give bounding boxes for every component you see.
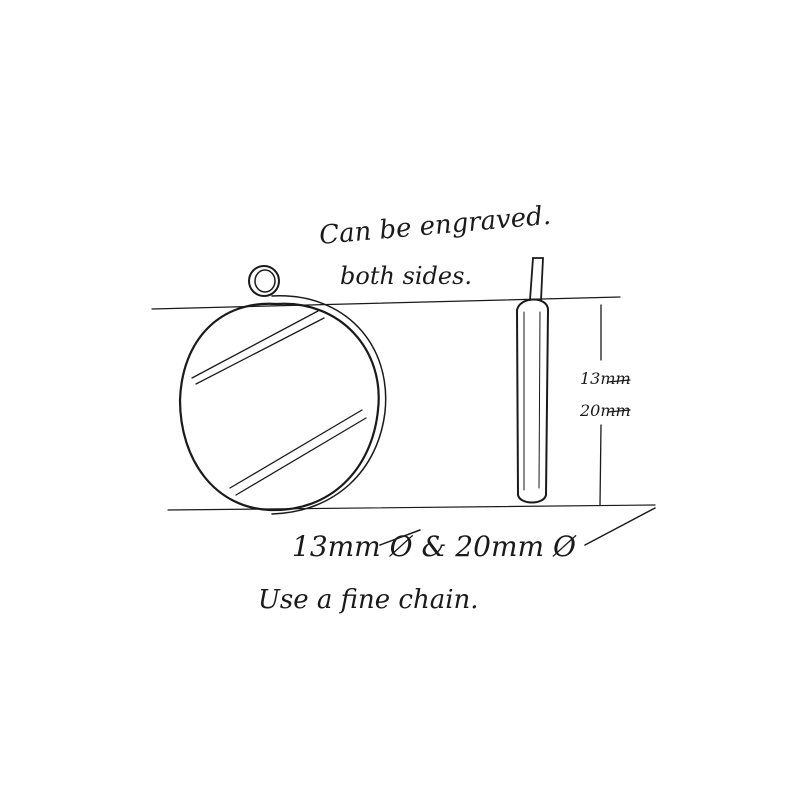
chain-note: Use a fine chain. [258, 585, 479, 615]
height-dimension-line [599, 304, 602, 506]
engrave-note-line2: both sides. [340, 262, 472, 290]
size-note: 13mm Ø & 20mm Ø [292, 530, 577, 563]
height-label-20mm: 20mm [579, 401, 631, 420]
diameter-symbol [379, 529, 421, 546]
shine-line-top [191, 310, 325, 385]
bail-ring [248, 265, 280, 297]
shine-line-bottom [229, 409, 367, 496]
round-pendant-front [178, 302, 380, 512]
engrave-note-line1: Can be engraved. [318, 201, 552, 251]
height-label-13mm: 13mm [580, 369, 631, 388]
top-guide-line [151, 296, 621, 310]
pendant-side-view [515, 298, 550, 504]
bottom-guide-line [167, 504, 656, 511]
diameter-symbol [584, 507, 656, 546]
